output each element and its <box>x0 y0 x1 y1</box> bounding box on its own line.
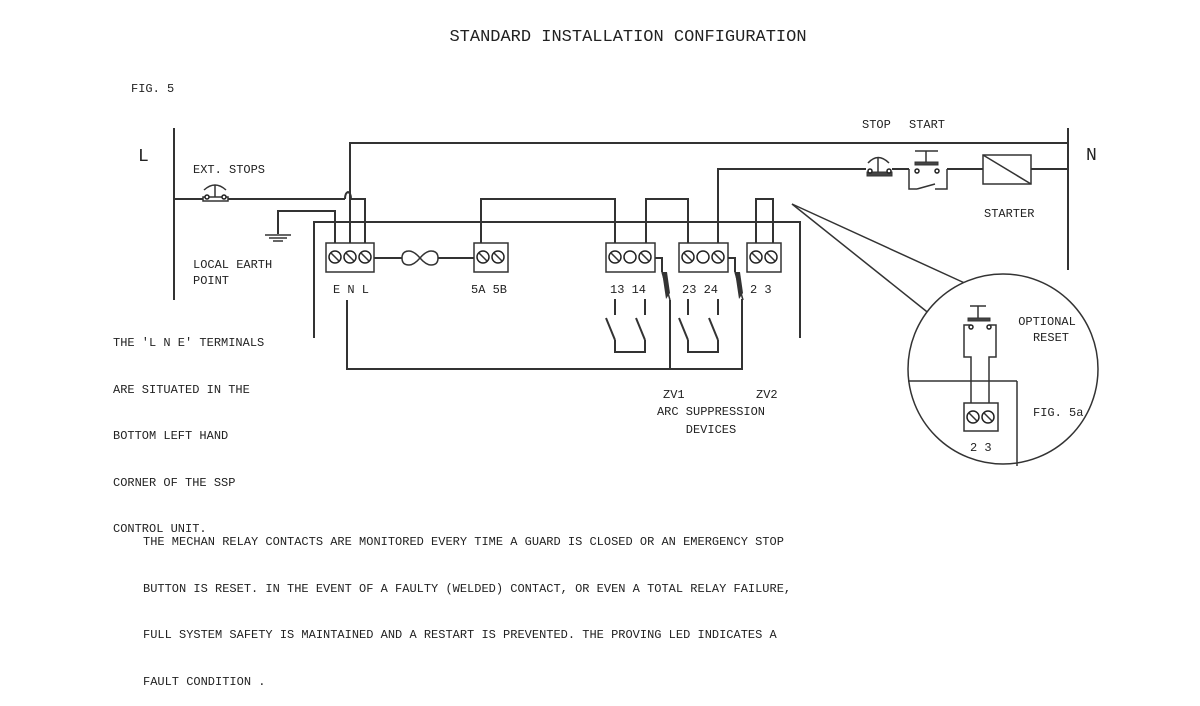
local-earth-label-2: POINT <box>193 274 229 288</box>
wire-14-to-23 <box>645 198 689 243</box>
side-note: THE 'L N E' TERMINALS ARE SITUATED IN TH… <box>113 305 264 553</box>
wire-supply-bus <box>313 221 801 338</box>
optional-reset-label-2: RESET <box>1033 331 1069 345</box>
stop-label: STOP <box>862 118 891 132</box>
terminal-label-enl: E N L <box>333 283 369 297</box>
arc-suppression-label-1: ARC SUPPRESSION <box>657 405 765 419</box>
terminal-screws-5a5b <box>476 250 505 264</box>
relay-contact-13-14-icon <box>605 299 646 353</box>
inset-figure-label: FIG. 5a <box>1033 406 1083 420</box>
terminal-screws-13-14 <box>608 250 652 264</box>
footer-note-line: THE MECHAN RELAY CONTACTS ARE MONITORED … <box>143 535 784 549</box>
rail-label-n: N <box>1086 146 1097 166</box>
ext-stops-label: EXT. STOPS <box>193 163 265 177</box>
wire-2-3-link <box>755 198 774 243</box>
wire-24-to-stop <box>717 168 866 243</box>
callout-line-2 <box>791 203 932 316</box>
inset-terminal-label: 2 3 <box>970 441 992 455</box>
start-button-icon <box>908 150 948 190</box>
wire-n-to-neutral <box>349 142 1068 248</box>
start-label: START <box>909 118 945 132</box>
side-note-line: CONTROL UNIT. <box>113 522 207 536</box>
local-earth-label-1: LOCAL EARTH <box>193 258 272 272</box>
zv2-suppressor-icon <box>734 271 744 301</box>
earth-ground-icon <box>265 234 291 242</box>
side-note-line: BOTTOM LEFT HAND <box>113 429 229 443</box>
side-note-line: CORNER OF THE SSP <box>113 475 236 490</box>
wiring-diagram: STANDARD INSTALLATION CONFIGURATION FIG.… <box>131 28 1099 466</box>
arc-suppression-label-2: DEVICES <box>686 423 736 437</box>
figure-label: FIG. 5 <box>131 82 174 96</box>
starter-label: STARTER <box>984 207 1034 221</box>
optional-reset-button-icon <box>963 305 997 404</box>
terminal-label-5a5b: 5A 5B <box>471 283 507 297</box>
wire-14-to-zv1 <box>655 257 663 272</box>
terminal-label-23-24: 23 24 <box>682 283 718 297</box>
diagram-title: STANDARD INSTALLATION CONFIGURATION <box>449 28 806 47</box>
stop-button-icon <box>866 156 893 177</box>
footer-note-line: FAULT CONDITION . <box>143 674 266 689</box>
wire-n-return-bus <box>346 299 743 370</box>
relay-contact-23-24-icon <box>678 299 719 353</box>
terminal-screws-enl <box>328 250 372 264</box>
starter-coil-icon <box>982 154 1032 185</box>
footer-note: THE MECHAN RELAY CONTACTS ARE MONITORED … <box>143 504 791 706</box>
wire-earth <box>277 210 336 248</box>
terminal-label-2-3: 2 3 <box>750 283 772 297</box>
ext-stop-switch-icon <box>202 184 229 202</box>
zv2-label: ZV2 <box>756 388 778 402</box>
wire-5a-to-13 <box>480 198 616 243</box>
wire-l-to-terminal-l <box>174 198 366 248</box>
footer-note-line: FULL SYSTEM SAFETY IS MAINTAINED AND A R… <box>143 628 777 642</box>
rail-label-l: L <box>138 147 149 167</box>
optional-reset-label-1: OPTIONAL <box>1018 315 1076 329</box>
footer-note-line: BUTTON IS RESET. IN THE EVENT OF A FAULT… <box>143 581 792 596</box>
terminal-screws-2-3 <box>749 250 778 264</box>
zv1-suppressor-icon <box>661 271 671 301</box>
wire-24-to-zv2 <box>728 257 736 272</box>
terminal-label-13-14: 13 14 <box>610 283 646 297</box>
terminal-screws-23-24 <box>681 250 725 264</box>
side-note-line: ARE SITUATED IN THE <box>113 382 250 397</box>
side-note-line: THE 'L N E' TERMINALS <box>113 336 265 350</box>
zv1-label: ZV1 <box>663 388 685 402</box>
callout-line-1 <box>791 203 970 286</box>
inset-detail: 2 3 OPTIONAL RESET FIG. 5a <box>907 273 1099 466</box>
link-fuse-icon <box>401 250 439 266</box>
